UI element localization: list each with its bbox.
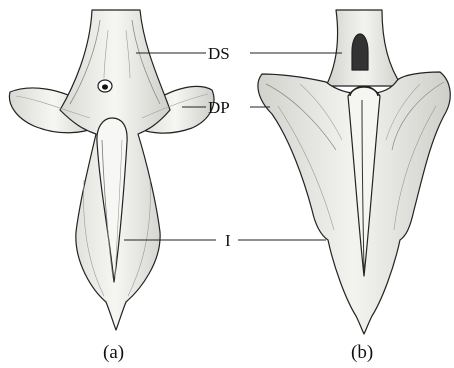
label-i: I bbox=[225, 232, 231, 249]
label-ds: DS bbox=[208, 45, 230, 62]
neural-canal-b bbox=[352, 34, 368, 70]
caption-b: (b) bbox=[351, 343, 373, 362]
label-dp: DP bbox=[208, 99, 230, 116]
bone-drawing-a bbox=[9, 10, 214, 330]
bone-drawing-b bbox=[258, 10, 450, 334]
caption-a: (a) bbox=[103, 343, 124, 362]
